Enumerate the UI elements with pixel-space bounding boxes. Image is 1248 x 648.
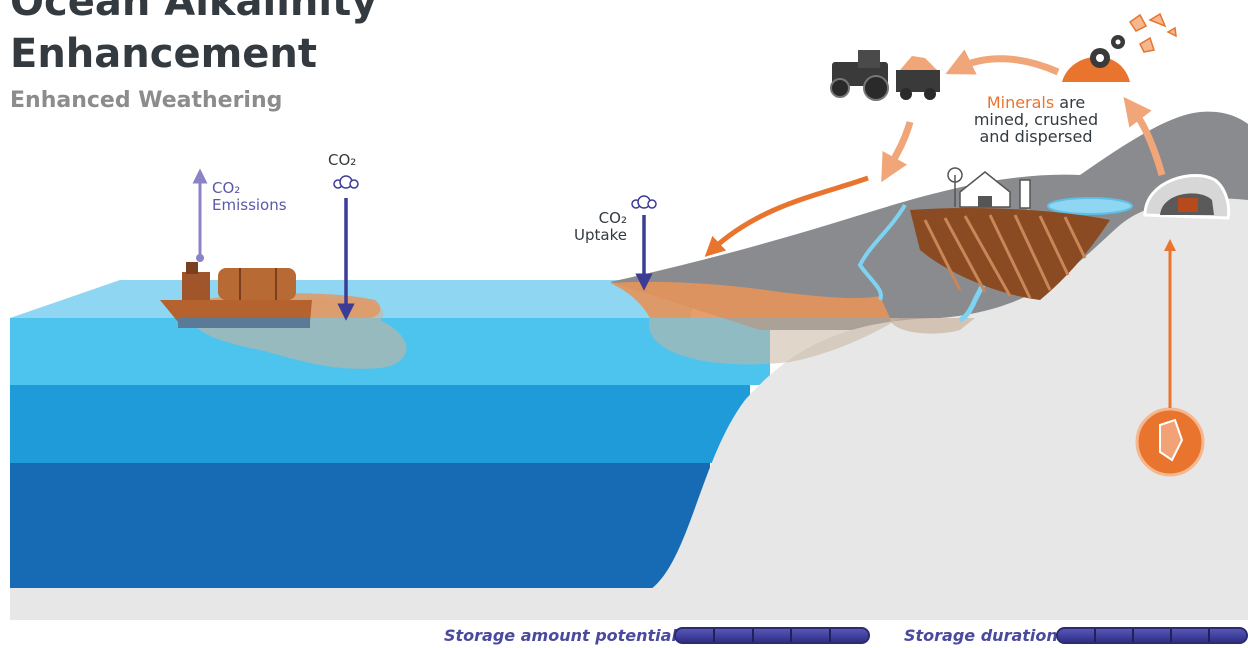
page-title-line2: Enhancement [10, 31, 317, 77]
emissions-source-dot [196, 254, 204, 262]
storage-duration-label: Storage duration [904, 626, 1058, 645]
co2-emissions-label: CO₂ Emissions [212, 179, 287, 214]
rock-fragments-icon [1128, 12, 1177, 53]
arrow-mine-to-crusher [1123, 96, 1166, 176]
farm-barn [947, 167, 1031, 209]
mineral-sediment-coast [610, 281, 890, 318]
arrow-tractor-to-farm [881, 121, 914, 183]
river-left [857, 203, 907, 301]
co2-molecule-icon [333, 175, 359, 189]
gear-icon [1090, 35, 1125, 68]
farm-fields [910, 208, 1110, 300]
storage-amount-meter [674, 627, 870, 644]
tractor-icon [830, 50, 940, 101]
arrow-to-coast [704, 175, 869, 257]
sediment-plume-coast [648, 318, 900, 365]
ship-icon [160, 262, 312, 328]
sediment-plume-right [890, 318, 975, 334]
page-title: Ocean Alkalinity [10, 0, 378, 25]
ocean-mid-layer [10, 385, 750, 463]
ocean-deep-layer [10, 463, 710, 588]
co2-label: CO₂ [328, 151, 357, 169]
minerals-caption: Minerals are mined, crushed and disperse… [973, 93, 1099, 146]
storage-duration-meter [1056, 627, 1248, 644]
arrow-crusher-to-tractor [945, 49, 1060, 76]
land-slope [650, 198, 1248, 620]
page-subtitle: Enhanced Weathering [10, 88, 283, 113]
storage-amount-label: Storage amount potential [444, 626, 677, 645]
crusher-pile [1062, 56, 1130, 82]
lake [1047, 197, 1133, 215]
co2-uptake-molecule-icon [631, 195, 657, 209]
co2-uptake-label: CO₂ Uptake [574, 209, 627, 244]
mine-entrance [1143, 174, 1231, 220]
crystal-icon [1159, 418, 1184, 462]
